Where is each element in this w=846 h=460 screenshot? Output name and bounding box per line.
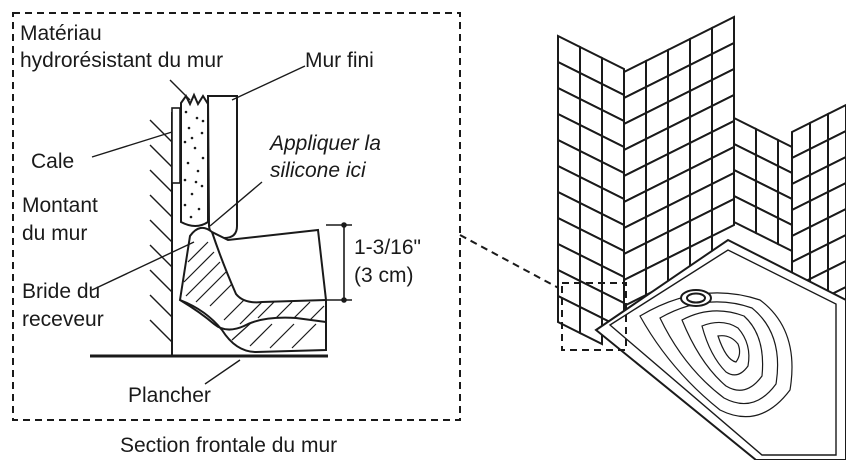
water-resistant-board (180, 92, 209, 227)
right-tile (827, 103, 846, 142)
wall-stud (149, 112, 173, 356)
label-material-line2: hydrorésistant du mur (20, 49, 223, 72)
shower-base-flange (178, 226, 327, 354)
right-tile (827, 259, 846, 298)
shim (171, 107, 181, 184)
label-dimension-imperial: 1-3/16" (354, 236, 421, 259)
label-apply-line1: Appliquer la (268, 132, 381, 155)
label-dimension-metric: (3 cm) (354, 264, 414, 287)
finished-wall (206, 95, 238, 240)
label-shim: Cale (31, 150, 74, 173)
right-tile (827, 129, 846, 168)
label-material-line1: Matériau (20, 22, 102, 45)
label-stud-line2: du mur (22, 222, 87, 245)
leader-lines (91, 65, 306, 385)
label-flange-line2: receveur (22, 308, 104, 331)
left-tile-wall (557, 34, 625, 346)
stall-detail-marker (561, 282, 627, 351)
label-finished-wall: Mur fini (305, 49, 374, 72)
caption: Section frontale du mur (120, 434, 337, 457)
back-tile (711, 197, 735, 238)
shower-base (594, 238, 846, 460)
right-tile (827, 207, 846, 246)
label-stud-line1: Montant (22, 194, 98, 217)
label-apply-line2: silicone ici (270, 159, 367, 182)
dimension-marker (326, 222, 352, 303)
detail-frame (12, 12, 461, 421)
right-tile (827, 181, 846, 220)
left-tile (579, 305, 603, 346)
label-flange-line1: Bride du (22, 280, 100, 303)
right-tile (827, 233, 846, 272)
label-floor: Plancher (128, 384, 211, 407)
shower-stall-illustration (557, 15, 846, 460)
right-tile (827, 155, 846, 194)
